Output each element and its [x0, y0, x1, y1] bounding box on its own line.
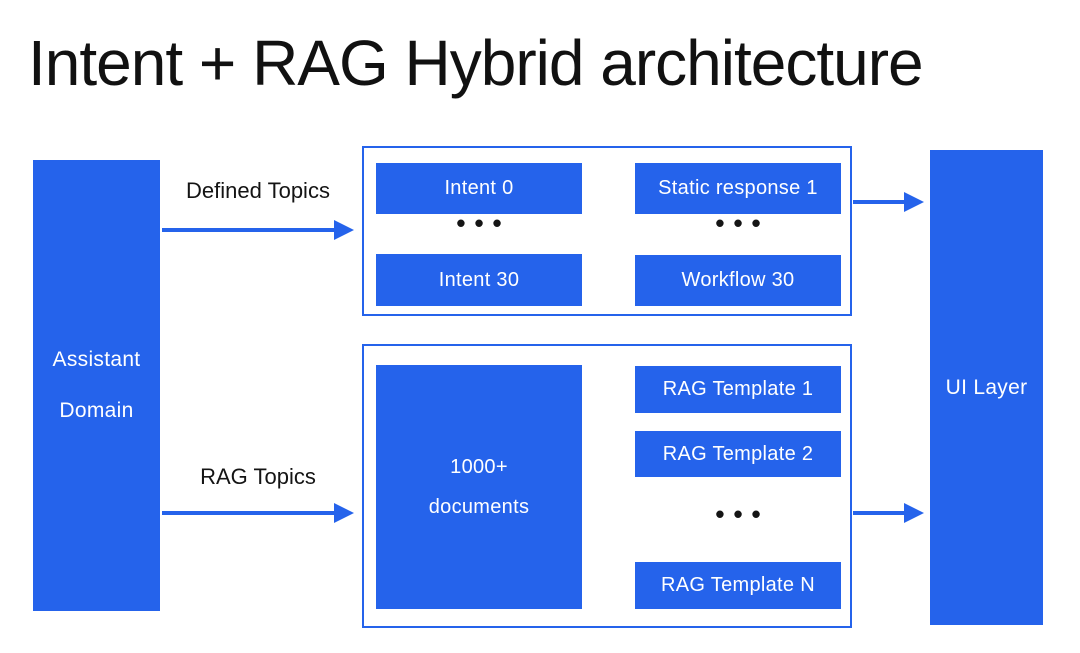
documents-node[interactable]: 1000+ documents: [376, 365, 582, 609]
page-title: Intent + RAG Hybrid architecture: [28, 27, 924, 99]
assistant-domain-label-line2: Domain: [59, 399, 134, 422]
assistant-domain-label-line1: Assistant: [52, 348, 141, 371]
assistant-domain-node[interactable]: Assistant Domain: [33, 160, 160, 611]
rag-template-n-node[interactable]: RAG Template N: [635, 562, 841, 609]
rag-template-2-node[interactable]: RAG Template 2: [635, 431, 841, 477]
documents-label-line2: documents: [428, 495, 530, 518]
intent-ellipsis-dots: •••: [456, 208, 511, 238]
defined-topics-label: Defined Topics: [186, 178, 330, 203]
intent-30-node[interactable]: Intent 30: [376, 254, 582, 306]
ui-layer-node[interactable]: UI Layer: [930, 150, 1043, 625]
response-ellipsis-dots: •••: [715, 208, 770, 238]
rag-group-box: 1000+ documents RAG Template 1 RAG Templ…: [362, 344, 852, 628]
documents-label-line1: 1000+: [450, 455, 508, 478]
rag-topics-label: RAG Topics: [200, 464, 316, 489]
intent-0-node[interactable]: Intent 0: [376, 163, 582, 214]
intent-group-box: Intent 0 Static response 1 ••• ••• Inten…: [362, 146, 852, 316]
ui-layer-label: UI Layer: [945, 375, 1028, 399]
rag-ellipsis-dots: •••: [715, 499, 770, 529]
workflow-30-node[interactable]: Workflow 30: [635, 255, 841, 306]
rag-template-1-node[interactable]: RAG Template 1: [635, 366, 841, 413]
static-response-1-node[interactable]: Static response 1: [635, 163, 841, 214]
